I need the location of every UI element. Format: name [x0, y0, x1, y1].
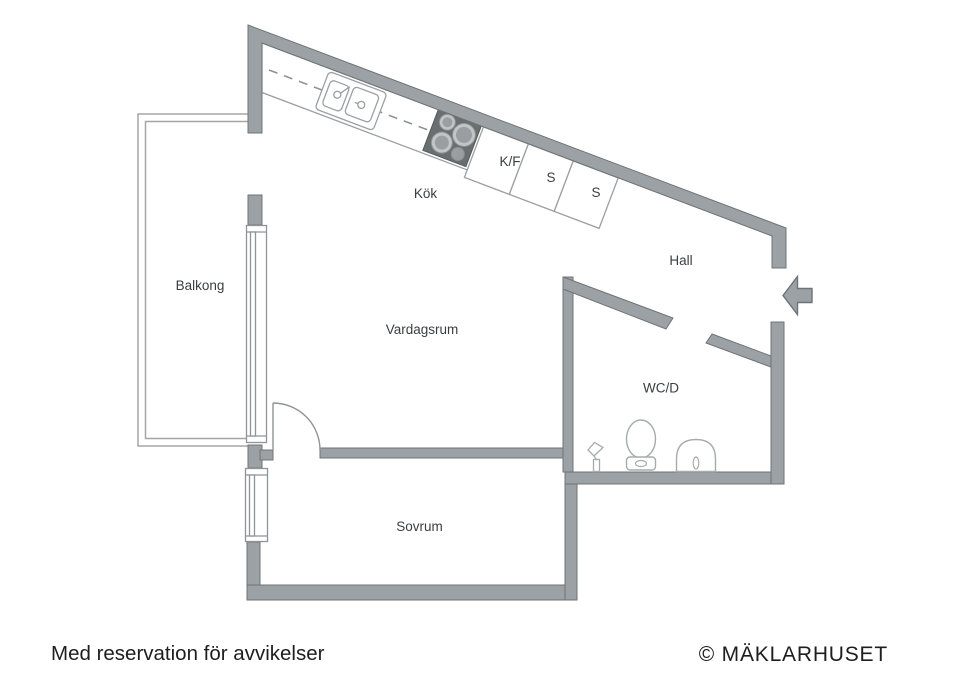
room-label-hall: Hall	[669, 253, 692, 268]
unit-label-s1: S	[546, 170, 555, 185]
wall-segment	[705, 333, 772, 368]
room-label-vardagsrum: Vardagsrum	[386, 322, 459, 337]
wall-segment	[564, 471, 578, 601]
window-icon	[244, 467, 269, 543]
wall-segment	[247, 24, 787, 269]
washbasin-icon	[675, 438, 717, 473]
window-icon	[245, 224, 268, 444]
room-label-balkong: Balkong	[176, 278, 225, 293]
toilet-icon	[625, 419, 657, 471]
wall-segment	[319, 447, 564, 459]
unit-label-kf: K/F	[499, 154, 520, 169]
room-label-wcd: WC/D	[643, 381, 679, 396]
wall-segment	[562, 276, 574, 473]
wall-segment	[246, 584, 578, 601]
wall-segment	[564, 471, 785, 485]
copyright-text: © MÄKLARHUSET	[699, 643, 888, 666]
balcony-railing-icon	[137, 113, 248, 447]
wall-segment	[770, 321, 785, 485]
disclaimer-text: Med reservation för avvikelser	[51, 642, 325, 665]
wall-segment	[247, 194, 263, 226]
stove-icon	[422, 106, 483, 168]
walls	[246, 24, 787, 601]
shower-icon	[587, 441, 605, 473]
wall-segment	[259, 449, 274, 461]
kitchen-sink-icon	[315, 71, 387, 131]
room-label-kok: Kök	[414, 186, 438, 201]
wall-segment	[562, 276, 674, 330]
door-swing-icon	[272, 402, 321, 451]
room-label-sovrum: Sovrum	[396, 519, 443, 534]
counter-dashed-line	[268, 69, 478, 150]
entry-arrow-icon	[782, 274, 813, 317]
unit-label-s2: S	[591, 185, 600, 200]
kitchen-units	[463, 126, 620, 230]
